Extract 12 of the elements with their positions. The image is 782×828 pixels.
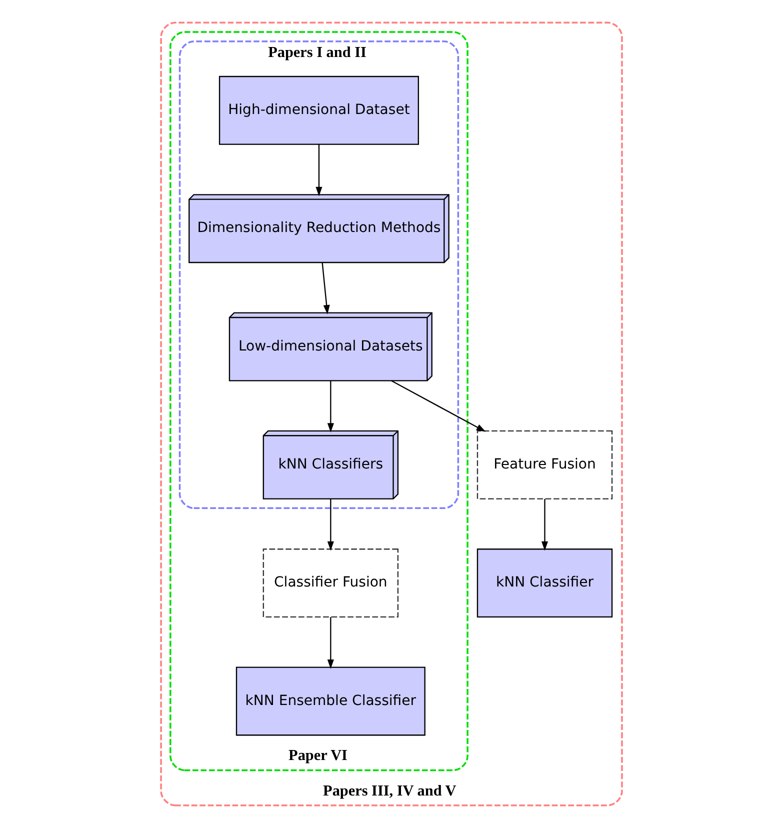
arrow	[390, 380, 486, 432]
arrow	[321, 262, 330, 314]
node-box: High-dimensional Dataset	[218, 76, 418, 145]
node-box: Classifier Fusion	[262, 548, 398, 618]
arrow	[540, 498, 548, 551]
arrow	[315, 144, 322, 196]
arrow	[326, 498, 334, 551]
node-box: kNN Ensemble Classifier	[235, 666, 425, 736]
node-box: kNN Classifier	[476, 548, 612, 618]
arrow	[326, 380, 334, 433]
arrow	[326, 617, 334, 669]
node-box: Feature Fusion	[476, 430, 612, 500]
